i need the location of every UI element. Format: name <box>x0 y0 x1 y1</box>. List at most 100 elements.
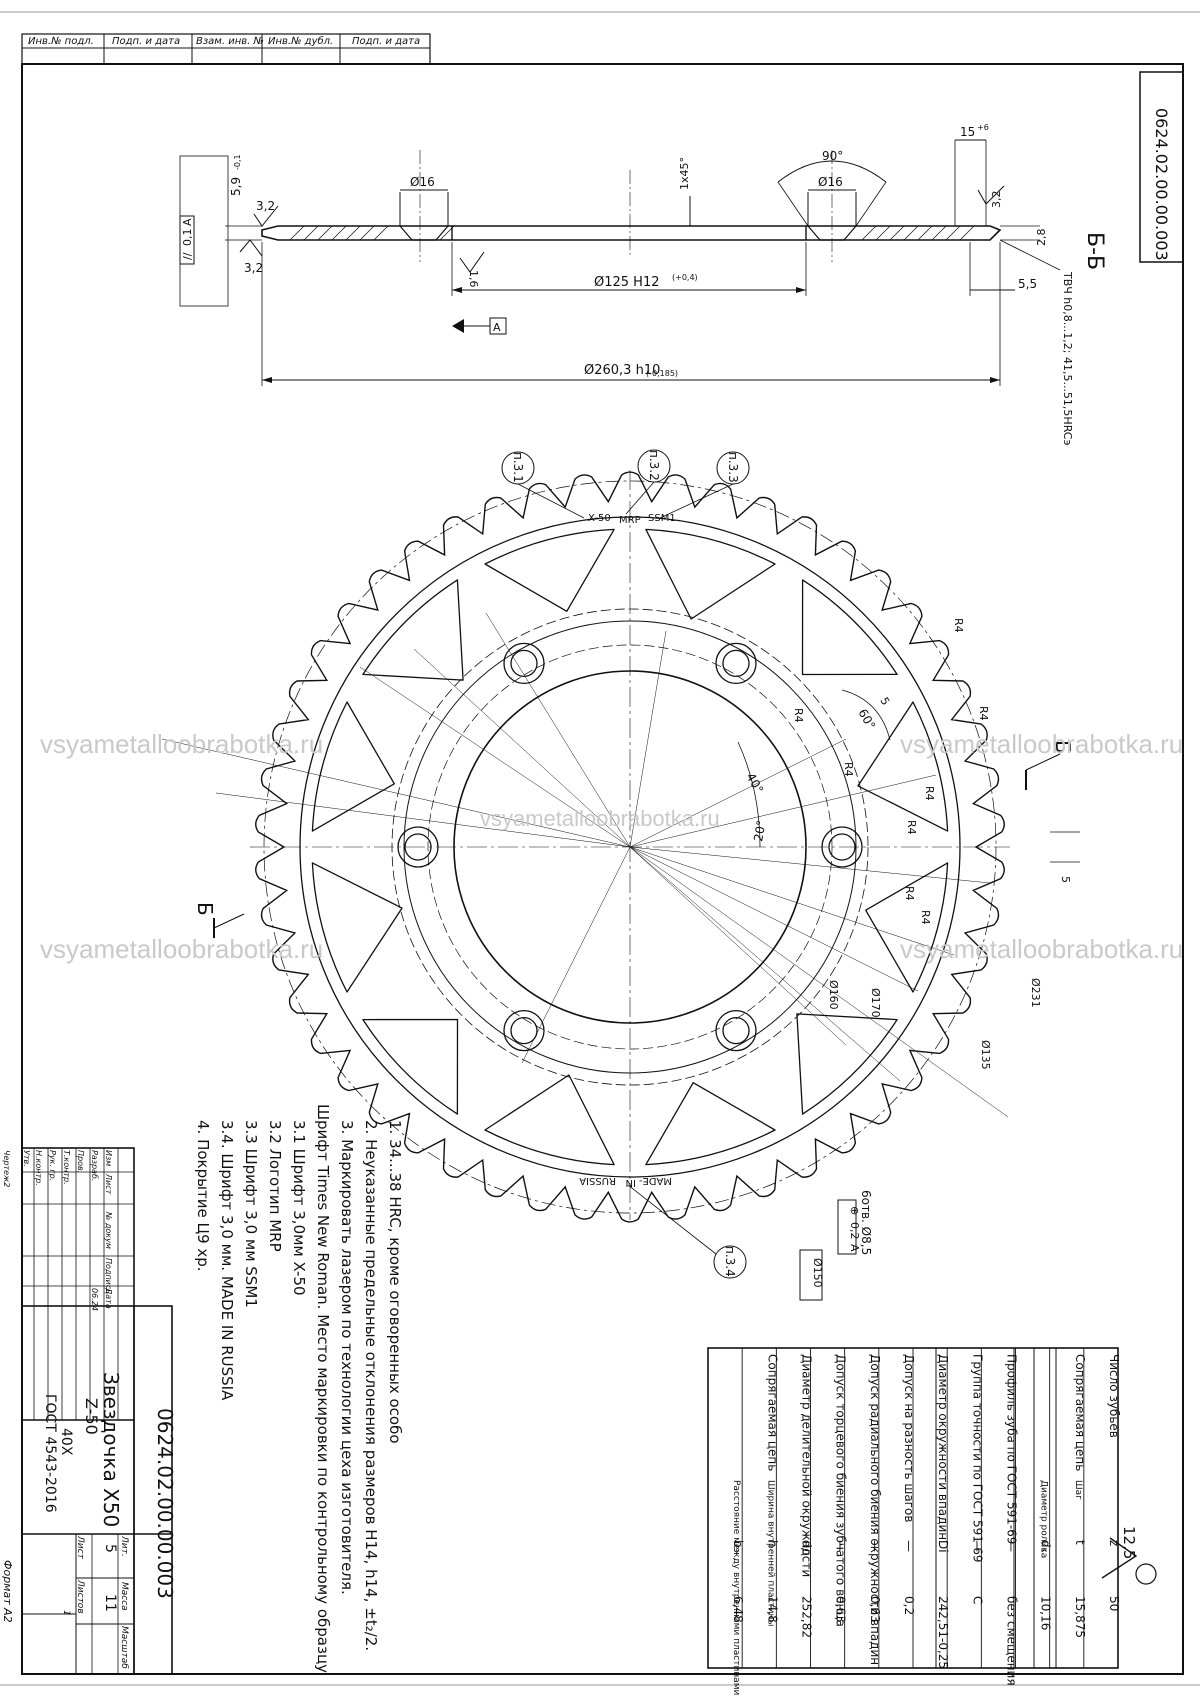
tb-sheets-label: Листов <box>75 1579 85 1614</box>
dimension-leader <box>629 846 1009 1118</box>
lightening-window <box>645 1082 776 1166</box>
note-3-3: 3.3 Шрифт 3,0 мм SSM1 <box>242 1120 260 1308</box>
dim-r55: 5,5 <box>1018 277 1037 291</box>
mark-made: MADE- <box>639 1175 672 1186</box>
mark-ssm1: SSM1 <box>648 513 676 524</box>
param-value: C <box>970 1596 984 1604</box>
dim-ang60: 60° <box>855 707 878 732</box>
tb-prov: Пров. <box>76 1150 85 1173</box>
watermark-2: vsyametalloobrabotka.ru <box>480 806 720 831</box>
inner-frame <box>21 63 1184 1675</box>
lightening-window <box>645 528 776 620</box>
tb-data: Дата <box>104 1287 113 1309</box>
param-sublabel: Расстояние между внутренними пластинами <box>731 1480 741 1695</box>
param-symbol: t <box>1073 1540 1087 1545</box>
dimension-leader <box>629 846 991 884</box>
dim-r28: 2,8 <box>1035 229 1048 247</box>
bolt-hole <box>722 1016 750 1045</box>
flatness-datum: A <box>181 218 194 226</box>
tb-sheet-num: 5 <box>102 1544 118 1553</box>
flatness-symbol: // <box>181 252 194 260</box>
dim-r4-7: R4 <box>903 886 916 901</box>
watermark-5: vsyametalloobrabotka.ru <box>900 934 1183 964</box>
param-label: Допуск радиального биения окружности впа… <box>868 1354 882 1665</box>
note-3: 3. Маркировать лазером по технологии цех… <box>338 1120 356 1595</box>
designation-top: 0624.02.00.00.003 <box>1152 108 1171 261</box>
bolt-hole <box>503 642 545 685</box>
lightening-window <box>796 1013 898 1115</box>
param-value: 14,8 <box>765 1596 779 1623</box>
param-value: 242,51-0,25 <box>936 1596 950 1669</box>
param-symbol: h <box>765 1540 779 1548</box>
tb-lit-label: Лит. <box>119 1535 129 1557</box>
dim-r4-8: R4 <box>919 910 932 925</box>
roughness-value: 12,5 <box>1120 1526 1138 1559</box>
heat-treatment-note: ТВЧ h0,8...1,2; 41,5...51,5HRCэ <box>1061 271 1074 446</box>
param-symbol: d₁ <box>1039 1540 1053 1553</box>
bolt-hole <box>510 649 538 678</box>
tb-scale-label: Масштаб <box>119 1626 129 1669</box>
section-mark-bottom: Б <box>193 902 217 916</box>
dim-d16-right: Ø16 <box>818 175 843 189</box>
dim-d125-tol: (+0,4) <box>672 273 698 282</box>
note-4: 4. Покрытие Ц9 хр. <box>194 1120 212 1272</box>
dim-width15: 15 <box>960 125 975 139</box>
param-value: 6,48 <box>731 1596 745 1623</box>
designation-top-box: 0624.02.00.00.003 <box>1139 71 1184 263</box>
dim-chamfer: 1x45° <box>678 157 691 190</box>
dimension-leader <box>629 846 847 1046</box>
param-label: Допуск торцевого биения зубчатого венца <box>834 1354 848 1627</box>
dim-r4-3: R4 <box>792 708 805 723</box>
dimension-leader <box>215 792 631 848</box>
dim-thick59: 5,9 <box>229 177 243 196</box>
lightening-window <box>865 862 949 993</box>
tb-sheet-count: 11 <box>102 1594 118 1612</box>
lightening-window <box>311 701 395 832</box>
stamp-podp-data-2: Подп. и дата <box>352 36 420 47</box>
stamp-inv-dubl: Инв.№ дубл. <box>268 35 333 47</box>
pos-symbol: ⊕ <box>848 1206 861 1215</box>
tb-tkontr: Т.контр. <box>62 1150 71 1185</box>
front-view: X-50 MRP SSM1 MADE- IN RUSSIA п.3.1 п.3.… <box>161 449 1080 1301</box>
note-3-2: 3.2 Логотип MRP <box>266 1120 284 1252</box>
param-label: Сопрягаемая цепь <box>765 1354 779 1471</box>
note-3-1: 3.1 Шрифт 3,0мм X-50 <box>290 1120 308 1296</box>
dim-ang40: 40° <box>743 771 766 796</box>
lightening-window <box>362 579 464 681</box>
param-value: без смещения <box>1005 1596 1019 1686</box>
dimension-leader <box>485 612 631 848</box>
param-value: 50 <box>1107 1596 1121 1611</box>
param-value: 15,875 <box>1073 1596 1087 1638</box>
bolt-hole <box>510 1016 538 1045</box>
dim-d231: Ø231 <box>1029 978 1042 1008</box>
param-symbol: — <box>868 1540 882 1552</box>
stamp-vzam-inv: Взам. инв. № <box>196 36 264 47</box>
flatness-value: 0,1 <box>181 229 194 247</box>
param-label: Допуск на разность шагов <box>902 1354 916 1522</box>
callout-p32: п.3.2 <box>647 450 661 481</box>
dim-r4-5: R4 <box>923 786 936 801</box>
bolt-hole <box>503 1009 545 1052</box>
mark-russia: RUSSIA <box>579 1175 616 1186</box>
tb-material-grade: 40Х <box>58 1428 74 1456</box>
mark-mrp: MRP <box>619 515 641 526</box>
dim-r4-2: R4 <box>977 706 990 721</box>
tb-nkontr: Н.контр. <box>34 1150 43 1186</box>
bolt-hole <box>722 649 750 678</box>
param-value: 0,63 <box>868 1596 882 1623</box>
dimension-leader <box>629 846 955 956</box>
param-label: Диаметр делительной окружности <box>800 1354 814 1577</box>
param-symbol: Di <box>936 1540 950 1553</box>
dimension-leader <box>629 630 667 848</box>
param-value: 0,63 <box>834 1596 848 1623</box>
dim-width15-tol: +6 <box>977 123 989 132</box>
note-1: 1. 34...38 HRC, кроме оговоренных особо <box>386 1120 404 1444</box>
dim-five-b: 5 <box>1059 876 1072 883</box>
datum-a: A <box>493 321 501 334</box>
dim-r32b: 3,2 <box>244 261 263 275</box>
section-view: Ø16 Ø16 90° 1x45° 15 +6 3,2 2,8 5,5 ТВЧ … <box>179 123 1107 446</box>
holes-note: 6отв. Ø8,5 <box>859 1190 873 1255</box>
pos-datum: A <box>848 1244 861 1252</box>
